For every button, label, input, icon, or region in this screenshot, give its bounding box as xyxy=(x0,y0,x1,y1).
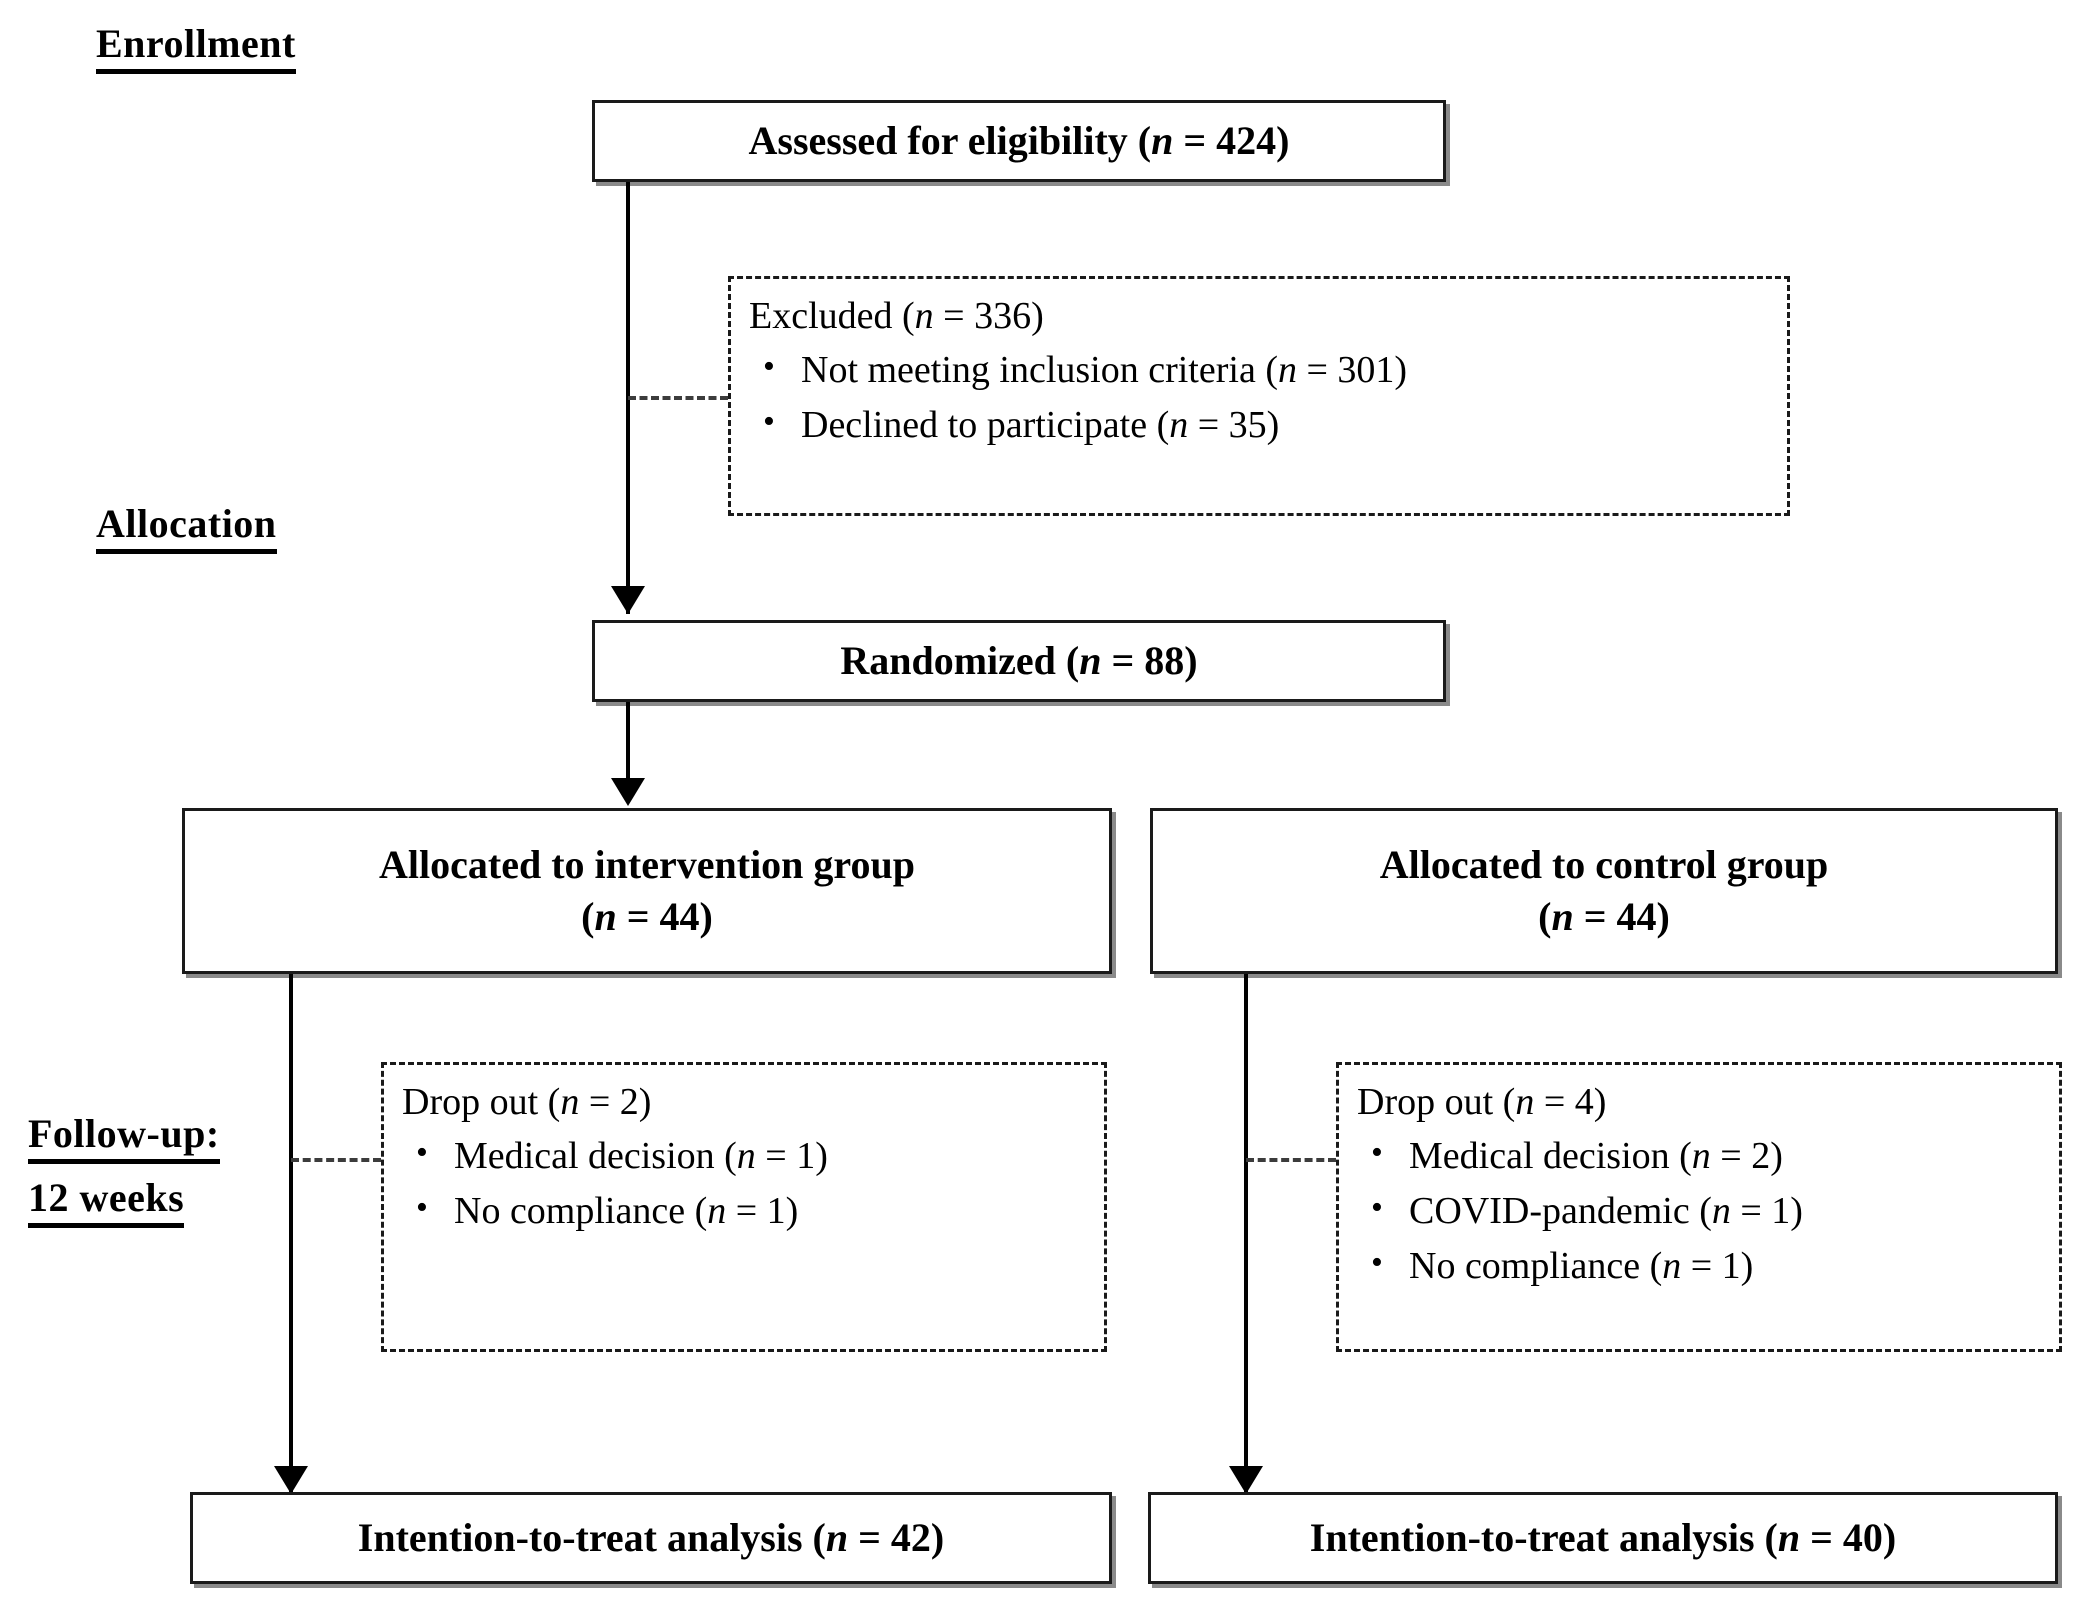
arrowhead-intervention-to-itt xyxy=(274,1466,308,1494)
node-dropout-intervention-title: Drop out (n = 2) xyxy=(402,1081,652,1123)
connector-assessed-to-excluded xyxy=(628,396,728,400)
list-item: No compliance (n = 1) xyxy=(402,1183,1086,1239)
node-assessed-for-eligibility: Assessed for eligibility (n = 424) xyxy=(592,100,1446,182)
node-itt-intervention-text: Intention-to-treat analysis (n = 42) xyxy=(357,1515,945,1560)
node-dropout-intervention-reason-list: Medical decision (n = 1) No compliance (… xyxy=(402,1127,1086,1239)
list-item: Medical decision (n = 1) xyxy=(402,1127,1086,1184)
node-allocated-control: Allocated to control group (n = 44) xyxy=(1150,808,2058,974)
node-dropout-control-title: Drop out (n = 4) xyxy=(1357,1081,1607,1123)
node-itt-control-text: Intention-to-treat analysis (n = 40) xyxy=(1309,1515,1897,1560)
arrowhead-assessed-to-randomized xyxy=(611,586,645,614)
list-item: Medical decision (n = 2) xyxy=(1357,1127,2041,1184)
connector-control-to-dropout xyxy=(1246,1158,1336,1162)
node-randomized: Randomized (n = 88) xyxy=(592,620,1446,702)
node-dropout-control-reason-list: Medical decision (n = 2) COVID-pandemic … xyxy=(1357,1127,2041,1294)
node-excluded: Excluded (n = 336) Not meeting inclusion… xyxy=(728,276,1790,516)
node-itt-control: Intention-to-treat analysis (n = 40) xyxy=(1148,1492,2058,1584)
node-itt-intervention: Intention-to-treat analysis (n = 42) xyxy=(190,1492,1112,1584)
node-excluded-reason-list: Not meeting inclusion criteria (n = 301)… xyxy=(749,341,1769,453)
connector-randomized-to-intervention xyxy=(626,702,630,782)
arrowhead-control-to-itt xyxy=(1229,1466,1263,1494)
connector-control-to-itt xyxy=(1244,974,1248,1494)
node-allocated-intervention-text: Allocated to intervention group (n = 44) xyxy=(379,842,915,939)
list-item: COVID-pandemic (n = 1) xyxy=(1357,1183,2041,1239)
node-randomized-text: Randomized (n = 88) xyxy=(840,638,1198,683)
stage-label-allocation: Allocation xyxy=(96,500,277,555)
arrowhead-randomized-to-intervention xyxy=(611,778,645,806)
stage-label-followup: Follow-up: 12 weeks xyxy=(28,1110,220,1229)
stage-label-allocation-text: Allocation xyxy=(96,500,277,555)
stage-label-enrollment: Enrollment xyxy=(96,20,296,75)
stage-label-enrollment-text: Enrollment xyxy=(96,20,296,75)
stage-label-followup-line2: 12 weeks xyxy=(28,1174,185,1229)
node-dropout-control: Drop out (n = 4) Medical decision (n = 2… xyxy=(1336,1062,2062,1352)
stage-label-followup-line1: Follow-up: xyxy=(28,1110,220,1165)
connector-intervention-to-itt xyxy=(289,974,293,1494)
node-allocated-intervention: Allocated to intervention group (n = 44) xyxy=(182,808,1112,974)
node-assessed-text: Assessed for eligibility (n = 424) xyxy=(748,118,1290,163)
node-allocated-control-text: Allocated to control group (n = 44) xyxy=(1379,842,1829,939)
node-excluded-title: Excluded (n = 336) xyxy=(749,295,1044,337)
list-item: Declined to participate (n = 35) xyxy=(749,397,1769,453)
node-dropout-intervention: Drop out (n = 2) Medical decision (n = 1… xyxy=(381,1062,1107,1352)
list-item: Not meeting inclusion criteria (n = 301) xyxy=(749,341,1769,398)
connector-intervention-to-dropout xyxy=(291,1158,381,1162)
list-item: No compliance (n = 1) xyxy=(1357,1238,2041,1294)
